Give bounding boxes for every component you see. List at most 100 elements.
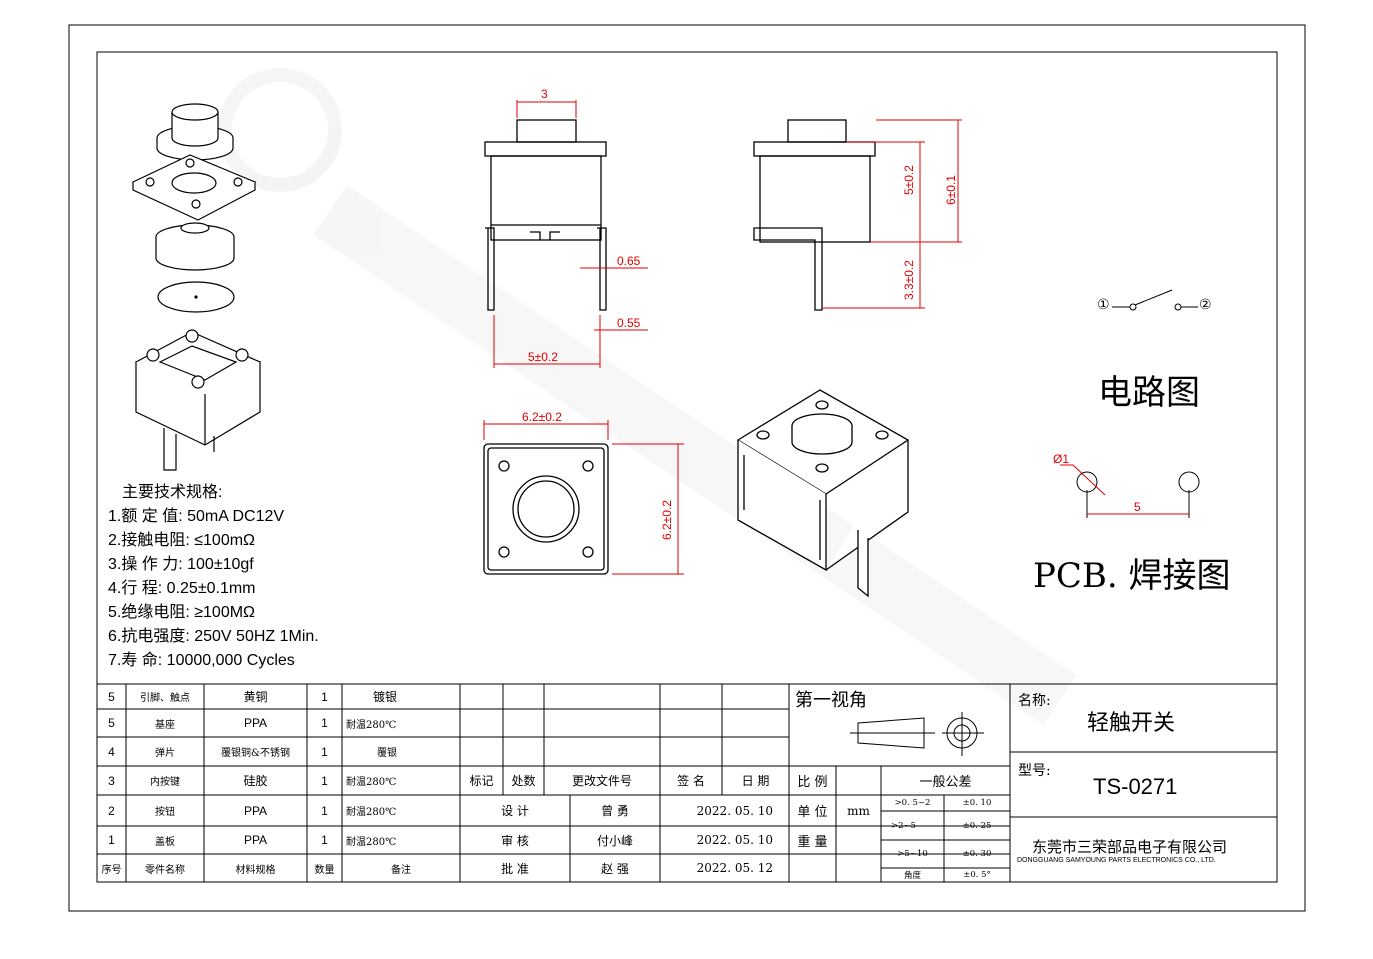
bom-cell-no: 1 — [108, 833, 115, 847]
tolerance-value: ±0. 5° — [963, 870, 991, 880]
rev-date: 2022. 05. 10 — [696, 833, 773, 847]
part-cover-plate — [131, 154, 257, 221]
bom-cell-no: 4 — [108, 744, 115, 759]
scale-label: 比 例 — [797, 775, 828, 790]
company-name-en: DONGGUANG SAMYOUNG PARTS ELECTRONICS CO.… — [1017, 857, 1216, 864]
bom-cell-name: 基座 — [155, 719, 175, 731]
side-view — [753, 119, 876, 311]
bom-cell-no: 3 — [108, 773, 115, 788]
exploded-view — [131, 103, 262, 471]
bom-cell-name: 内按键 — [150, 777, 180, 788]
spec-heading: 主要技术规格: — [122, 484, 223, 501]
tolerance-value: ±0. 25 — [962, 820, 992, 831]
bom-cell-note: 耐温280℃ — [346, 807, 397, 818]
inner-frame — [96, 51, 1278, 883]
circuit-diagram-label: 电路图 — [1098, 373, 1200, 413]
rev-date: 2022. 05. 12 — [696, 861, 773, 875]
side-view-dims — [822, 119, 962, 309]
part-button — [156, 103, 234, 161]
isometric-view — [736, 389, 910, 598]
rev-header: 更改文件号 — [571, 774, 632, 788]
spec-item: 7.寿 命: 10000,000 Cycles — [108, 652, 295, 669]
pcb-footprint — [1076, 471, 1200, 518]
bom-cell-name: 按钮 — [155, 807, 175, 818]
spec-item: 1.额 定 值: 50mA DC12V — [108, 508, 285, 525]
dim-front-width: 3 — [541, 87, 548, 101]
tolerance-value: ±0. 10 — [962, 798, 992, 808]
bom-cell-material: 覆银铜&不锈钢 — [221, 748, 290, 759]
bom-cell-note: 耐温280℃ — [346, 836, 397, 848]
company-name-cn: 东莞市三荣部品电子有限公司 — [1032, 838, 1228, 856]
model-label: 型号: — [1018, 763, 1051, 779]
circuit-pin2-label: ② — [1199, 297, 1212, 313]
bom-cell-qty: 1 — [321, 689, 328, 704]
dim-top-width: 6.2±0.2 — [522, 410, 562, 424]
bom-cell-name: 弹片 — [155, 748, 175, 759]
pcb-dims — [1060, 464, 1189, 515]
tolerance-range: >0. 5~2 — [894, 798, 931, 808]
tolerance-range: 角度 — [903, 871, 921, 881]
tolerance-range: >2~5 — [891, 820, 917, 831]
bom-cell-material: 黄铜 — [243, 690, 268, 704]
rev-header: 签 名 — [677, 774, 705, 788]
bom-cell-qty: 1 — [321, 773, 328, 788]
dim-pin-width: 0.65 — [617, 254, 641, 268]
spec-item: 5.绝缘电阻: ≥100MΩ — [108, 604, 256, 621]
bom-cell-no: 2 — [108, 803, 115, 818]
pcb-label: PCB. 焊接图 — [1033, 556, 1231, 596]
rev-person: 曾 勇 — [601, 804, 629, 818]
unit-value: mm — [847, 803, 870, 818]
bom-header-no: 序号 — [101, 864, 122, 876]
projection-symbol — [850, 712, 984, 756]
tolerance-value: ±0. 30 — [962, 849, 992, 859]
outer-frame — [68, 24, 1306, 912]
dim-pin-length: 3.3±0.2 — [902, 260, 916, 300]
circuit-symbol — [1112, 289, 1198, 311]
front-view-dims — [493, 100, 648, 368]
rev-person: 付小峰 — [596, 833, 633, 848]
bom-cell-material: PPA — [243, 803, 268, 818]
bom-cell-qty: 1 — [321, 833, 328, 847]
bom-cell-material: PPA — [243, 716, 268, 730]
top-view — [483, 443, 609, 575]
watermark — [218, 68, 1077, 725]
name-value: 轻触开关 — [1087, 711, 1176, 736]
bom-header-material: 材料规格 — [235, 864, 276, 876]
rev-date: 2022. 05. 10 — [696, 803, 773, 818]
unit-label: 单 位 — [797, 805, 828, 820]
rev-role: 批 准 — [501, 861, 529, 876]
bom-cell-no: 5 — [108, 716, 115, 730]
model-value: TS-0271 — [1093, 774, 1178, 799]
rev-person: 赵 强 — [601, 861, 629, 876]
front-view — [484, 119, 607, 311]
name-label: 名称: — [1018, 693, 1051, 709]
projection-label: 第一视角 — [795, 690, 867, 711]
bom-cell-material: PPA — [243, 833, 268, 847]
spec-item: 4.行 程: 0.25±0.1mm — [108, 580, 256, 597]
spec-item: 2.接触电阻: ≤100mΩ — [108, 532, 256, 549]
rev-header: 处数 — [511, 774, 536, 788]
bom-cell-note: 耐温280℃ — [346, 719, 397, 731]
part-inner-key — [155, 222, 235, 271]
dim-pin-thickness: 0.55 — [617, 316, 641, 330]
tolerance-range: >5~10 — [897, 849, 928, 859]
rev-role: 审 核 — [501, 833, 529, 848]
weight-label: 重 量 — [797, 834, 828, 850]
rev-header: 日 期 — [741, 774, 770, 788]
bom-header-name: 零件名称 — [145, 864, 185, 876]
dim-top-depth: 6.2±0.2 — [660, 500, 674, 540]
bom-cell-name: 盖板 — [155, 836, 175, 848]
bom-cell-qty: 1 — [321, 716, 328, 730]
top-view-dims — [483, 420, 684, 575]
spec-item: 3.操 作 力: 100±10gf — [108, 556, 254, 573]
title-block-grid — [97, 683, 1277, 882]
bom-header-qty: 数量 — [314, 864, 335, 876]
dim-total-height: 6±0.1 — [944, 175, 958, 205]
bom-cell-no: 5 — [108, 689, 115, 704]
rev-role: 设 计 — [501, 804, 529, 818]
circuit-pin1-label: ① — [1097, 297, 1110, 313]
dim-body-height: 5±0.2 — [902, 165, 916, 195]
bom-cell-note: 耐温280℃ — [346, 777, 397, 788]
bom-header-note: 备注 — [391, 864, 411, 876]
